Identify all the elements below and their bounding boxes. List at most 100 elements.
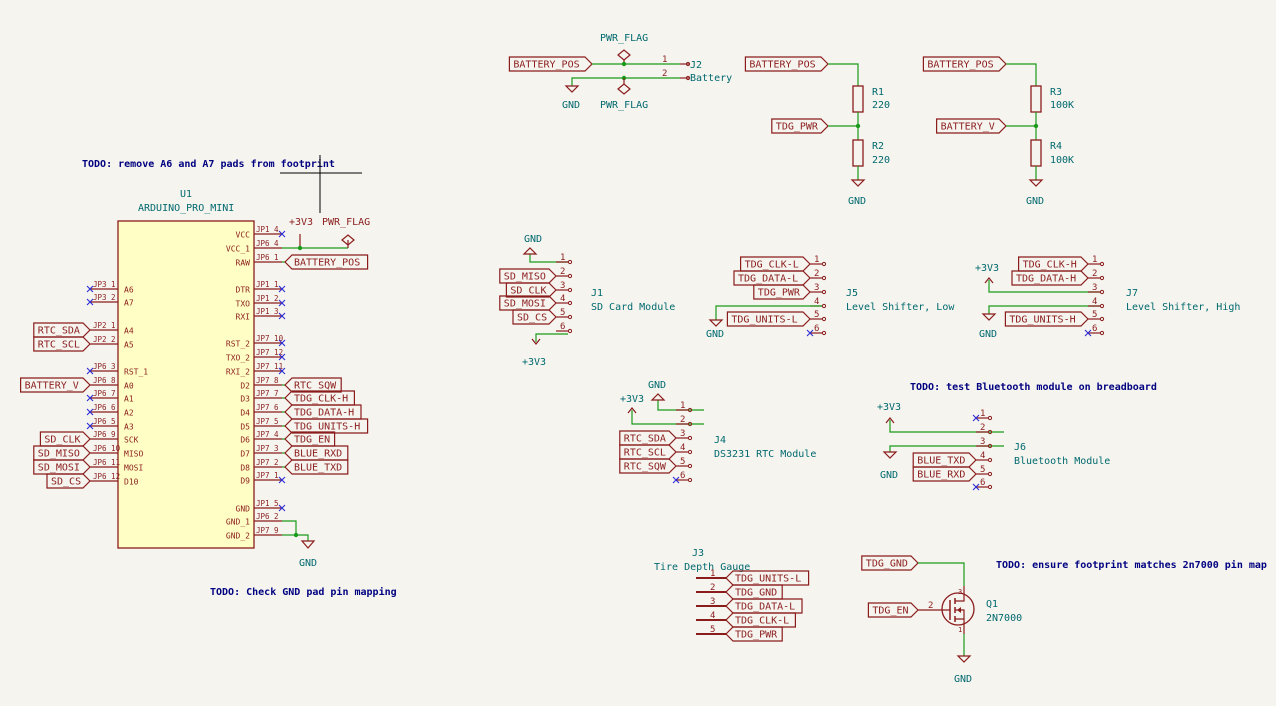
u1-pad-jp1-2: JP1_2: [256, 294, 279, 303]
u1-pad-jp7-5: JP7_5: [256, 417, 279, 426]
j5-pin-end-3: [821, 289, 827, 295]
u1-pin-name-a2: A2: [124, 409, 134, 418]
u1-pad-jp2-2: JP2_2: [93, 335, 116, 344]
u1-pad-jp7-4: JP7_4: [256, 430, 279, 439]
u1-body[interactable]: [117, 220, 255, 549]
nc-marker-jp1-2: [278, 299, 286, 307]
j6-pin-5: 5: [980, 465, 985, 475]
net-label-rtc-sda: RTC_SDA: [38, 326, 80, 337]
u1-pad-jp6-8: JP6_8: [93, 376, 116, 385]
q1-pin-3: 3: [958, 588, 962, 596]
notes: TODO: remove A6 and A7 pads from footpri…: [82, 158, 1267, 598]
r4-resistor[interactable]: [1030, 139, 1042, 167]
net-label-tdg-pwr: TDG_PWR: [776, 122, 819, 133]
r1-resistor[interactable]: [852, 85, 864, 113]
note-gnd-pad: TODO: Check GND pad pin mapping: [210, 586, 397, 598]
u1-pin-name-d7: D7: [240, 450, 250, 459]
net-label-tdg-data-h-box: [284, 404, 362, 420]
note-bluetooth: TODO: test Bluetooth module on breadboar…: [910, 382, 1157, 393]
j5-pin-end-1: [821, 261, 827, 267]
net-label-blue-rxd: BLUE_RXD: [917, 470, 965, 481]
nc-marker-jp1-5: [278, 504, 286, 512]
j5-value: Level Shifter, Low: [846, 302, 955, 313]
net-label-battery-pos-box: [922, 56, 1007, 72]
r2-value: 220: [872, 155, 890, 166]
u1-pad-jp3-2: JP3_2: [93, 293, 116, 302]
r2-resistor[interactable]: [852, 139, 864, 167]
j4-pin-end-5: [687, 463, 693, 469]
j6-value: Bluetooth Module: [1014, 456, 1110, 467]
j2-value: Battery: [690, 73, 732, 84]
u1-pad-jp7-9: JP7_9: [256, 526, 279, 535]
net-label-sd-mosi: SD_MOSI: [38, 463, 80, 474]
j5-pin-5: 5: [814, 310, 819, 320]
nc-marker-jp6-6: [86, 408, 94, 416]
j3-pin-2: 2: [710, 583, 715, 593]
u1-arduino[interactable]: U1 ARDUINO_PRO_MINI VCCJP1_4VCC_1JP6_4RA…: [20, 189, 371, 569]
j4-gnd: GND: [648, 380, 666, 391]
j7-pin-end-4: [1099, 303, 1105, 309]
net-label-tdg-units-h: TDG_UNITS-H: [294, 422, 360, 433]
u1-gnd: GND: [299, 558, 317, 569]
u1-pin-name-d3: D3: [240, 395, 250, 404]
j7-power: +3V3: [975, 263, 999, 274]
u1-pin-name-mosi: MOSI: [124, 464, 143, 473]
u1-pad-jp1-3: JP1_3: [256, 307, 279, 316]
net-label-sd-mosi-box: [499, 295, 557, 311]
j2-battery[interactable]: PWR_FLAG BATTERY_POS GND PWR_FLAG 1 2 J2…: [508, 33, 732, 111]
net-label-sd-miso-box: [33, 445, 91, 461]
u1-pad-jp1-4: JP1_4: [256, 225, 279, 234]
j1-pin-6: 6: [560, 322, 565, 332]
j5-pin-2: 2: [814, 269, 819, 279]
u1-value: ARDUINO_PRO_MINI: [138, 203, 234, 214]
j5-level-shifter-low[interactable]: 1TDG_CLK-L2TDG_DATA-L3TDG_PWR45TDG_UNITS…: [706, 255, 955, 340]
u1-pin-name-txo-2: TXO_2: [226, 354, 250, 363]
u1-pad-jp6-6: JP6_6: [93, 403, 116, 412]
net-label-battery-v-box: [20, 377, 91, 393]
j6-pin-end-3: [987, 443, 993, 449]
j7-value: Level Shifter, High: [1126, 302, 1240, 313]
u1-pad-jp7-12: JP7_12: [256, 348, 283, 357]
j7-pin-1: 1: [1092, 255, 1097, 265]
net-label-tdg-data-l-box: [725, 598, 803, 614]
nc-marker-jp3-2: [86, 298, 94, 306]
j7-pin-end-6: [1099, 330, 1105, 336]
j1-pin-3: 3: [560, 281, 565, 291]
j5-pin-end-6: [821, 330, 827, 336]
u1-pad-jp1-1: JP1_1: [256, 280, 279, 289]
note-a6a7: TODO: remove A6 and A7 pads from footpri…: [82, 158, 335, 170]
nc-marker-jp1-3: [278, 312, 286, 320]
q1-pin-gate: 2: [928, 601, 933, 611]
j4-pin-4: 4: [680, 443, 685, 453]
net-label-tdg-data-h: TDG_DATA-H: [1016, 274, 1076, 285]
u1-pin-name-rxi-2: RXI_2: [226, 368, 250, 377]
u1-pad-jp7-11: JP7_11: [256, 362, 283, 371]
net-label-tdg-en-box: [284, 431, 336, 447]
u1-pin-name-d9: D9: [240, 477, 250, 486]
u1-pin-name-txo: TXO: [236, 300, 251, 309]
j1-sd-card[interactable]: GND +3V3 12SD_MISO3SD_CLK4SD_MOSI5SD_CS6…: [499, 234, 675, 368]
r3-resistor[interactable]: [1030, 85, 1042, 113]
q1-body[interactable]: [941, 592, 975, 626]
u1-pin-name-a1: A1: [124, 395, 134, 404]
j6-pin-2: 2: [980, 423, 985, 433]
net-label-blue-txd: BLUE_TXD: [294, 463, 342, 474]
nc-marker-jp7-1: [278, 476, 286, 484]
net-label-battery-pos-box: [508, 56, 593, 72]
r1-ref: R1: [872, 87, 884, 98]
j6-power: +3V3: [877, 402, 901, 413]
net-label-blue-txd-box: [284, 459, 349, 475]
j6-pin-end-4: [987, 457, 993, 463]
net-label-tdg-units-h-box: [1004, 311, 1089, 327]
j7-level-shifter-high[interactable]: +3V3 GND 1TDG_CLK-H2TDG_DATA-H345TDG_UNI…: [975, 255, 1240, 340]
r4-value: 100K: [1050, 155, 1074, 166]
j1-pin-4: 4: [560, 294, 565, 304]
j5-pin-1: 1: [814, 255, 819, 265]
